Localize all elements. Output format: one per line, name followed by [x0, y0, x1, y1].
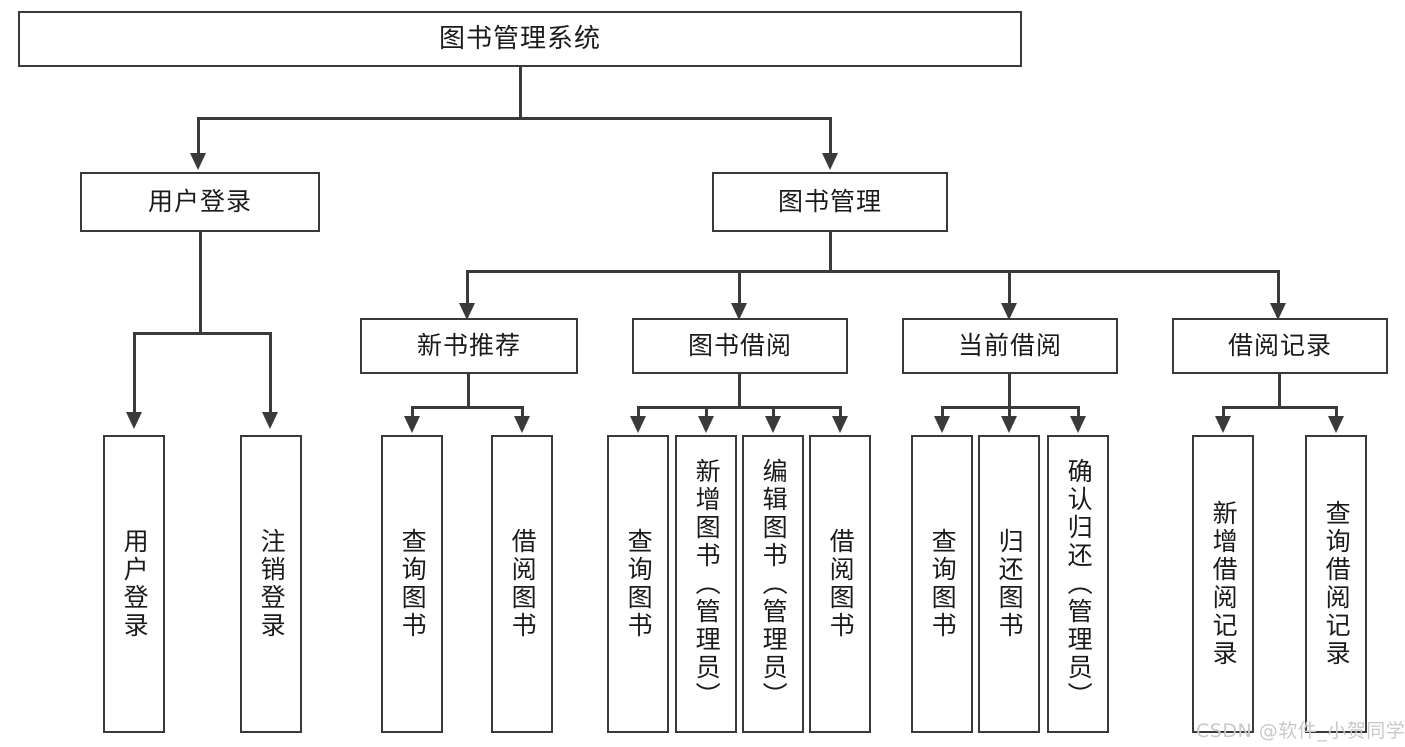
node-label: 查询图书	[398, 528, 428, 640]
connector-new-book-to-leaf-2	[521, 406, 524, 418]
connector-book-management-to-book-borrow	[738, 270, 741, 305]
leaf-new-book-borrow-book[interactable]: 借阅图书	[491, 435, 553, 733]
connector-book-borrow-to-leaf-2	[705, 406, 708, 418]
node-label: 借阅记录	[1227, 331, 1332, 361]
connector-book-borrow-to-leaf-3	[772, 406, 775, 418]
node-user-login[interactable]: 用户登录	[80, 172, 320, 232]
arrowhead-new-book-leaf-2	[514, 416, 530, 433]
arrowhead-user-login-leaf-1	[126, 412, 142, 429]
node-label: 新书推荐	[416, 331, 521, 361]
arrowhead-book-borrow-leaf-4	[832, 416, 848, 433]
connector-borrow-record-stem	[1278, 374, 1281, 408]
connector-current-borrow-to-leaf-3	[1077, 406, 1080, 418]
connector-current-borrow-to-leaf-2	[1008, 406, 1011, 418]
arrowhead-borrow-record-leaf-2	[1328, 416, 1344, 433]
node-label: 确认归还（管理员）	[1064, 458, 1094, 710]
connector-book-borrow-to-leaf-4	[839, 406, 842, 418]
leaf-user-login-login[interactable]: 用户登录	[103, 435, 165, 733]
node-label: 查询借阅记录	[1322, 500, 1352, 668]
arrowhead-new-book-leaf-1	[404, 416, 420, 433]
node-label: 用户登录	[147, 187, 252, 217]
node-label: 图书借阅	[687, 331, 792, 361]
node-label: 当前借阅	[957, 331, 1062, 361]
connector-root-to-user-login	[197, 117, 200, 155]
node-label: 借阅图书	[508, 528, 538, 640]
node-label: 图书管理	[777, 187, 882, 217]
node-label: 编辑图书（管理员）	[759, 458, 789, 710]
connector-new-book-to-leaf-1	[411, 406, 414, 418]
connector-root-bus	[197, 117, 832, 120]
node-label: 新增图书（管理员）	[692, 458, 722, 710]
arrowhead-book-management-current-borrow	[1001, 303, 1017, 320]
arrowhead-book-management-new-book	[459, 303, 475, 320]
connector-borrow-record-bus	[1222, 406, 1338, 409]
leaf-book-borrow-query-book[interactable]: 查询图书	[607, 435, 669, 733]
connector-book-management-to-borrow-record	[1277, 270, 1280, 305]
connector-borrow-record-to-leaf-1	[1222, 406, 1225, 418]
leaf-current-borrow-confirm-return-admin[interactable]: 确认归还（管理员）	[1047, 435, 1109, 733]
connector-book-management-stem	[829, 232, 832, 272]
connector-book-management-bus	[466, 270, 1278, 273]
arrowhead-user-login-leaf-2	[262, 412, 278, 429]
leaf-borrow-record-query-record[interactable]: 查询借阅记录	[1305, 435, 1367, 733]
arrowhead-root-to-user-login	[190, 153, 206, 170]
node-label: 注销登录	[257, 528, 287, 640]
arrowhead-current-borrow-leaf-1	[934, 416, 950, 433]
arrowhead-book-borrow-leaf-2	[698, 416, 714, 433]
node-borrow-record[interactable]: 借阅记录	[1172, 318, 1388, 374]
arrowhead-root-to-book-management	[822, 153, 838, 170]
connector-current-borrow-to-leaf-1	[941, 406, 944, 418]
connector-book-borrow-stem	[738, 374, 741, 408]
node-label: 查询图书	[928, 528, 958, 640]
connector-user-login-bus	[133, 332, 272, 335]
node-current-borrow[interactable]: 当前借阅	[902, 318, 1118, 374]
node-book-management[interactable]: 图书管理	[712, 172, 948, 232]
leaf-book-borrow-add-book-admin[interactable]: 新增图书（管理员）	[675, 435, 737, 733]
connector-root-to-book-management	[829, 117, 832, 155]
connector-root-stem	[519, 67, 522, 119]
arrowhead-current-borrow-leaf-2	[1001, 416, 1017, 433]
arrowhead-book-borrow-leaf-3	[765, 416, 781, 433]
leaf-user-login-logout[interactable]: 注销登录	[240, 435, 302, 733]
connector-new-book-stem	[467, 374, 470, 408]
node-new-book-recommend[interactable]: 新书推荐	[360, 318, 578, 374]
leaf-book-borrow-edit-book-admin[interactable]: 编辑图书（管理员）	[742, 435, 804, 733]
connector-new-book-bus	[411, 406, 524, 409]
leaf-current-borrow-return-book[interactable]: 归还图书	[978, 435, 1040, 733]
node-label: 归还图书	[995, 528, 1025, 640]
node-label: 借阅图书	[826, 528, 856, 640]
arrowhead-book-borrow-leaf-1	[630, 416, 646, 433]
arrowhead-book-management-book-borrow	[731, 303, 747, 320]
connector-borrow-record-to-leaf-2	[1335, 406, 1338, 418]
arrowhead-current-borrow-leaf-3	[1070, 416, 1086, 433]
node-label: 用户登录	[120, 528, 150, 640]
node-label: 查询图书	[624, 528, 654, 640]
leaf-book-borrow-borrow-book[interactable]: 借阅图书	[809, 435, 871, 733]
connector-book-management-to-current-borrow	[1008, 270, 1011, 305]
node-label: 新增借阅记录	[1209, 500, 1239, 668]
node-book-borrow[interactable]: 图书借阅	[632, 318, 848, 374]
connector-book-borrow-bus	[637, 406, 842, 409]
arrowhead-borrow-record-leaf-1	[1215, 416, 1231, 433]
connector-book-borrow-to-leaf-1	[637, 406, 640, 418]
connector-user-login-stem	[199, 232, 202, 334]
arrowhead-book-management-borrow-record	[1270, 303, 1286, 320]
node-root-book-management-system[interactable]: 图书管理系统	[18, 11, 1022, 67]
connector-user-login-to-leaf-1	[133, 332, 136, 414]
leaf-new-book-query-book[interactable]: 查询图书	[381, 435, 443, 733]
connector-user-login-to-leaf-2	[269, 332, 272, 414]
node-label: 图书管理系统	[438, 23, 601, 54]
leaf-borrow-record-add-record[interactable]: 新增借阅记录	[1192, 435, 1254, 733]
connector-current-borrow-stem	[1008, 374, 1011, 408]
connector-book-management-to-new-book	[466, 270, 469, 305]
leaf-current-borrow-query-book[interactable]: 查询图书	[911, 435, 973, 733]
